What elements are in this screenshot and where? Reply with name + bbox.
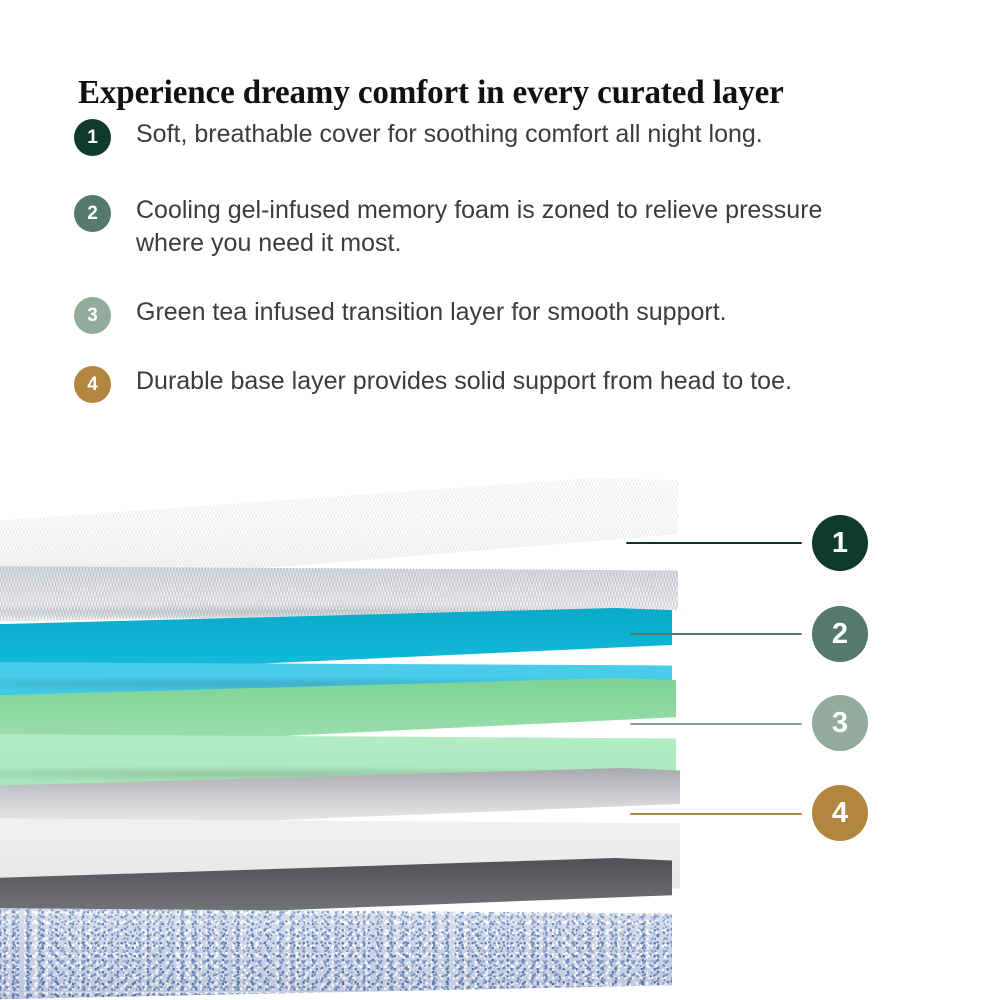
benefit-text-1: Soft, breathable cover for soothing comf… — [136, 120, 763, 148]
benefit-item-2: 2 Cooling gel-infused memory foam is zon… — [74, 194, 979, 260]
benefit-text-3: Green tea infused transition layer for s… — [136, 298, 727, 326]
callout-badge-2[interactable]: 2 — [812, 606, 868, 662]
callout-badge-3[interactable]: 3 — [812, 695, 868, 751]
benefit-badge-1: 1 — [74, 119, 111, 156]
benefit-item-4: 4 Durable base layer provides solid supp… — [74, 365, 979, 403]
copy-block: Experience dreamy comfort in every curat… — [0, 0, 1000, 470]
mattress-layers-illustration: 1 2 3 4 — [0, 470, 1000, 1000]
callout-badge-1[interactable]: 1 — [812, 515, 868, 571]
mattress-layer-cover — [0, 470, 720, 622]
callout-group: 1 2 3 4 — [0, 470, 1000, 1000]
callout-leader-line-4 — [630, 813, 802, 815]
speckled-base-texture — [0, 908, 672, 1000]
benefit-badge-3: 3 — [74, 297, 111, 334]
benefit-text-2: Cooling gel-infused memory foam is zoned… — [136, 196, 823, 257]
benefit-badge-4: 4 — [74, 366, 111, 403]
benefit-badge-2: 2 — [74, 195, 111, 232]
callout-badge-4[interactable]: 4 — [812, 785, 868, 841]
mattress-layer-speckled-base — [0, 858, 720, 1000]
callout-leader-line-3 — [630, 723, 802, 725]
callout-leader-line-1 — [626, 542, 802, 544]
benefit-item-1: 1 Soft, breathable cover for soothing co… — [74, 118, 979, 156]
callout-leader-line-2 — [630, 633, 802, 635]
benefit-text-4: Durable base layer provides solid suppor… — [136, 367, 792, 395]
speckled-base-front-face — [0, 908, 672, 1000]
page-title: Experience dreamy comfort in every curat… — [78, 74, 784, 112]
benefit-item-3: 3 Green tea infused transition layer for… — [74, 296, 979, 334]
